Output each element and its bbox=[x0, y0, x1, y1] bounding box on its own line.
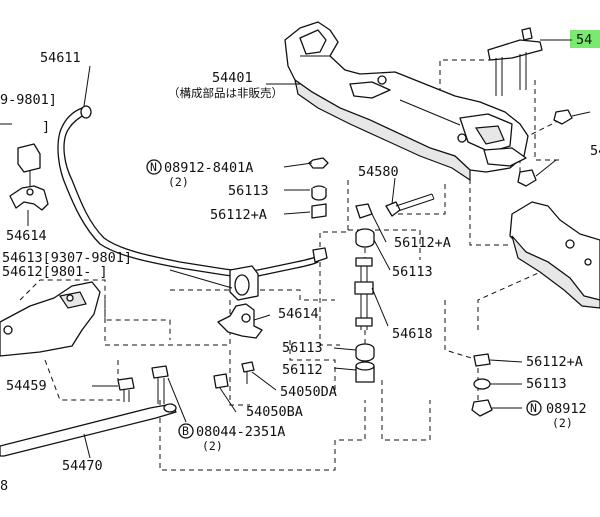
bolt-54050ba[interactable] bbox=[213, 373, 229, 389]
label-56113-a: 56113 bbox=[228, 183, 269, 199]
labels: 54611 54401 （構成部品は非販売） 9-9801] ] 54 54 N… bbox=[0, 32, 600, 494]
bolt-08044-2351a[interactable] bbox=[151, 365, 169, 404]
stabilizer-bar-54611[interactable] bbox=[57, 65, 319, 278]
bolt-54050da[interactable] bbox=[241, 361, 255, 384]
label-n-prefix: N bbox=[150, 160, 157, 174]
nut-washer-stack-lower[interactable] bbox=[355, 343, 375, 383]
label-56113-c: 56113 bbox=[282, 340, 323, 356]
label-56112a-b: 56112+A bbox=[394, 235, 451, 251]
callout-highlight bbox=[570, 30, 600, 48]
label-n-right-prefix: N bbox=[530, 401, 537, 415]
stabilizer-clamp[interactable] bbox=[217, 303, 263, 339]
label-bracket-close: ] bbox=[42, 119, 50, 135]
right-nut-mid[interactable] bbox=[517, 169, 537, 187]
rod-54618[interactable] bbox=[354, 257, 374, 330]
label-54401: 54401 bbox=[212, 70, 253, 86]
label-54401-note: （構成部品は非販売） bbox=[168, 86, 283, 100]
label-54580: 54580 bbox=[358, 164, 399, 180]
label-08912-right: 08912 bbox=[546, 401, 587, 417]
n-marker-right-icon bbox=[526, 400, 542, 416]
label-54-highlight: 54 bbox=[576, 32, 592, 48]
label-56112a-a: 56112+A bbox=[210, 207, 267, 223]
label-9801-top: 9-9801] bbox=[0, 92, 57, 108]
label-54612: 54612[9801- ] bbox=[2, 264, 108, 280]
label-08912-8401a: 08912-8401A bbox=[164, 160, 253, 176]
label-b-prefix: B bbox=[182, 424, 189, 438]
label-56113-d: 56113 bbox=[526, 376, 567, 392]
label-54611: 54611 bbox=[40, 50, 81, 66]
label-56112: 56112 bbox=[282, 362, 323, 378]
left-bushing[interactable] bbox=[9, 143, 49, 211]
right-nut-top[interactable] bbox=[553, 109, 573, 125]
label-54050ba: 54050BA bbox=[246, 404, 303, 420]
label-56112a-c: 56112+A bbox=[526, 354, 583, 370]
label-54459: 54459 bbox=[6, 378, 47, 394]
label-54614-mid: 54614 bbox=[278, 306, 319, 322]
left-bracket[interactable] bbox=[0, 281, 101, 357]
leader-lines bbox=[0, 39, 591, 459]
front-crossmember-54401[interactable] bbox=[284, 21, 529, 182]
label-08912-qty: (2) bbox=[168, 175, 189, 189]
label-54613: 54613[9307-9801] bbox=[2, 250, 132, 266]
label-54-right: 54 bbox=[590, 143, 600, 159]
label-54618: 54618 bbox=[392, 326, 433, 342]
label-54470: 54470 bbox=[62, 458, 103, 474]
stud-bracket[interactable] bbox=[487, 27, 543, 96]
nut-washer-stack-center[interactable] bbox=[355, 203, 375, 248]
b-marker-icon bbox=[178, 423, 194, 439]
label-08912-right-qty: (2) bbox=[552, 416, 573, 430]
stabilizer-bushing[interactable] bbox=[229, 265, 259, 301]
bolt-54459[interactable] bbox=[117, 377, 135, 402]
nut-washer-stack-left[interactable] bbox=[308, 157, 329, 263]
label-08044-2351a: 08044-2351A bbox=[196, 424, 285, 440]
tension-rod-54470[interactable] bbox=[0, 403, 177, 457]
label-54614-left: 54614 bbox=[6, 228, 47, 244]
label-54050da: 54050DA bbox=[280, 384, 337, 400]
label-08044-qty: (2) bbox=[202, 439, 223, 453]
label-56113-b: 56113 bbox=[392, 264, 433, 280]
bolt-54580[interactable] bbox=[385, 193, 435, 217]
right-lower-arm[interactable] bbox=[509, 201, 600, 309]
n-marker-icon bbox=[146, 159, 162, 175]
right-nut-washer-stack[interactable] bbox=[471, 353, 493, 417]
label-edge-8: 8 bbox=[0, 478, 8, 494]
